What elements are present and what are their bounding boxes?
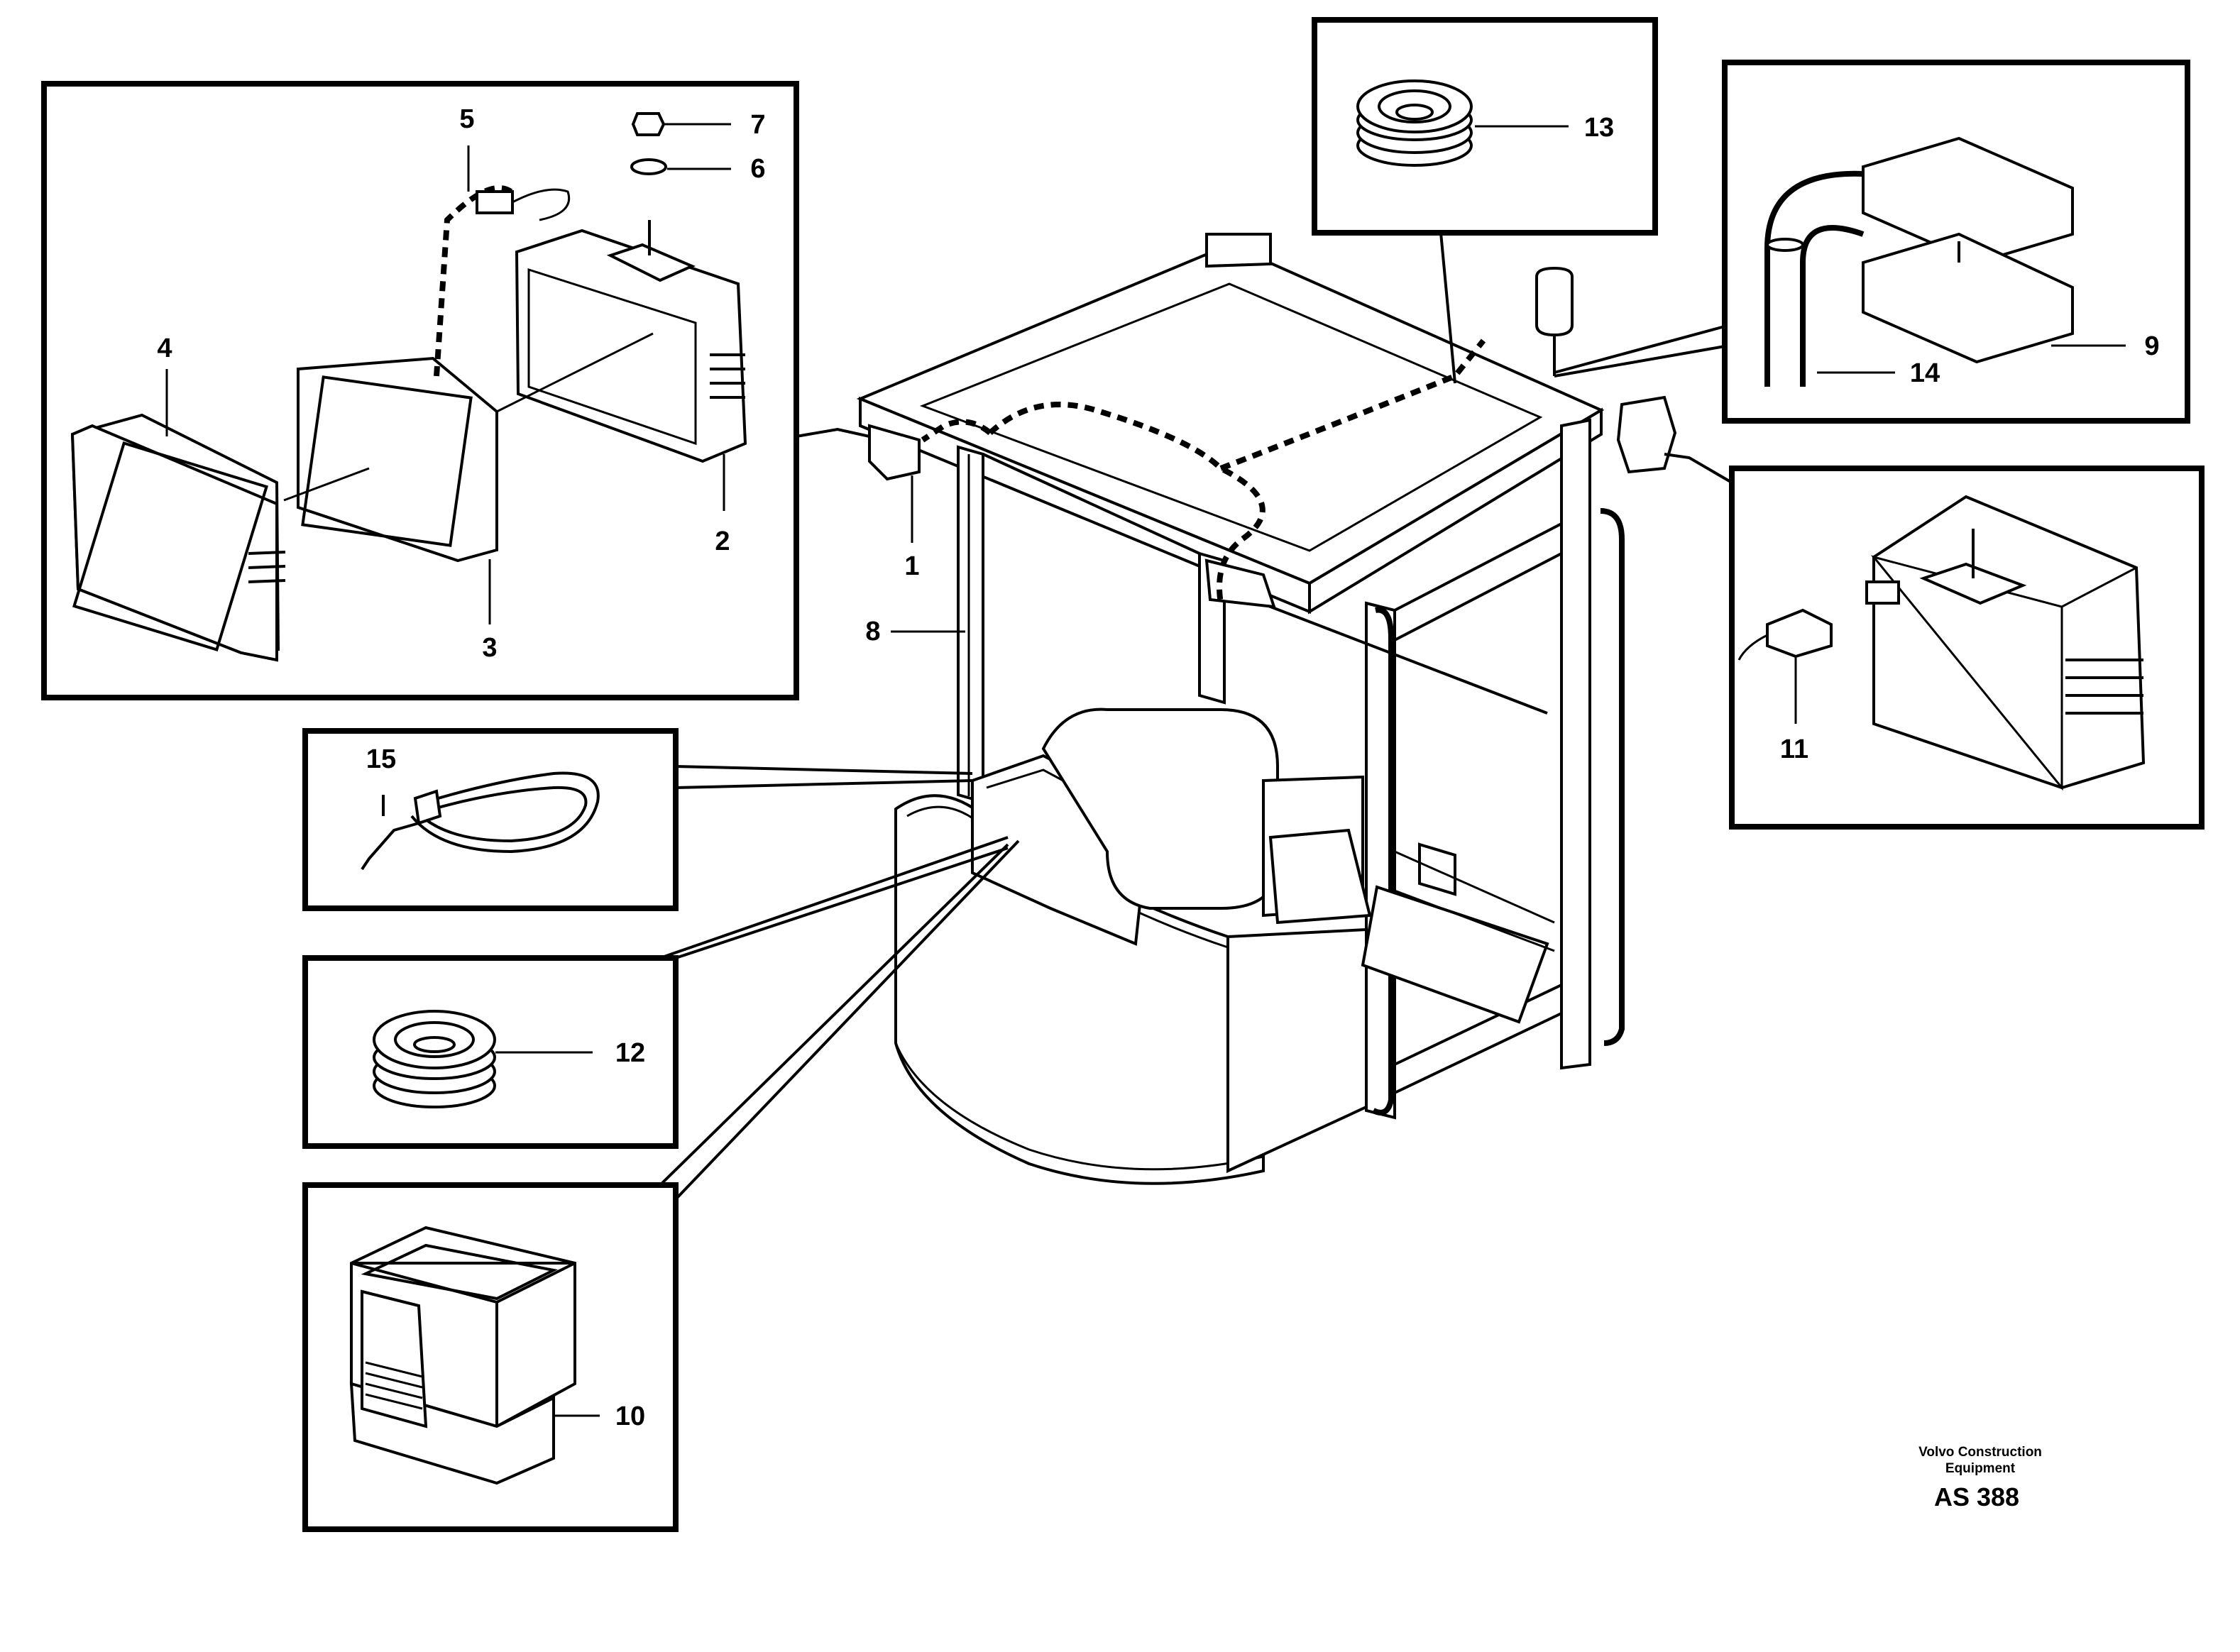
callout-5: 5 — [459, 104, 474, 134]
callout-3: 3 — [482, 633, 497, 663]
callout-4: 4 — [157, 334, 172, 363]
callout-9: 9 — [2144, 331, 2159, 361]
lamp-lens — [297, 356, 498, 563]
publisher-line-1: Volvo Construction — [1918, 1445, 2042, 1460]
callout-10: 10 — [615, 1402, 645, 1431]
publisher-block: Volvo Construction Equipment AS 388 — [1918, 1445, 2042, 1511]
lamp-housing — [515, 220, 747, 463]
callout-2: 2 — [715, 527, 730, 556]
callout-1: 1 — [904, 551, 919, 581]
callout-12: 12 — [615, 1038, 645, 1068]
callout-11: 11 — [1780, 734, 1808, 764]
callout-8: 8 — [865, 617, 880, 646]
publisher-line-2: Equipment — [1945, 1461, 2016, 1476]
detail-box-connector — [1554, 60, 2190, 424]
callout-6: 6 — [750, 154, 765, 184]
detail-box-grommet-12 — [302, 836, 1009, 1149]
callout-14: 14 — [1910, 358, 1940, 388]
cab-illustration — [856, 233, 1677, 1185]
detail-box-work-lamp — [41, 81, 870, 700]
callout-13: 13 — [1584, 113, 1614, 143]
detail-box-cable-tie — [302, 728, 973, 911]
callout-7: 7 — [750, 110, 765, 140]
drawing-code: AS 388 — [1934, 1482, 2019, 1511]
callout-15: 15 — [366, 744, 396, 774]
detail-box-holder-10 — [302, 839, 1020, 1532]
lamp-frame — [70, 413, 286, 662]
detail-box-grommet-top — [1312, 17, 1658, 384]
callout-labels: 1 2 3 4 5 6 7 8 9 10 11 12 13 14 15 — [157, 104, 2159, 1431]
detail-box-rear-lamp — [1664, 453, 2205, 830]
